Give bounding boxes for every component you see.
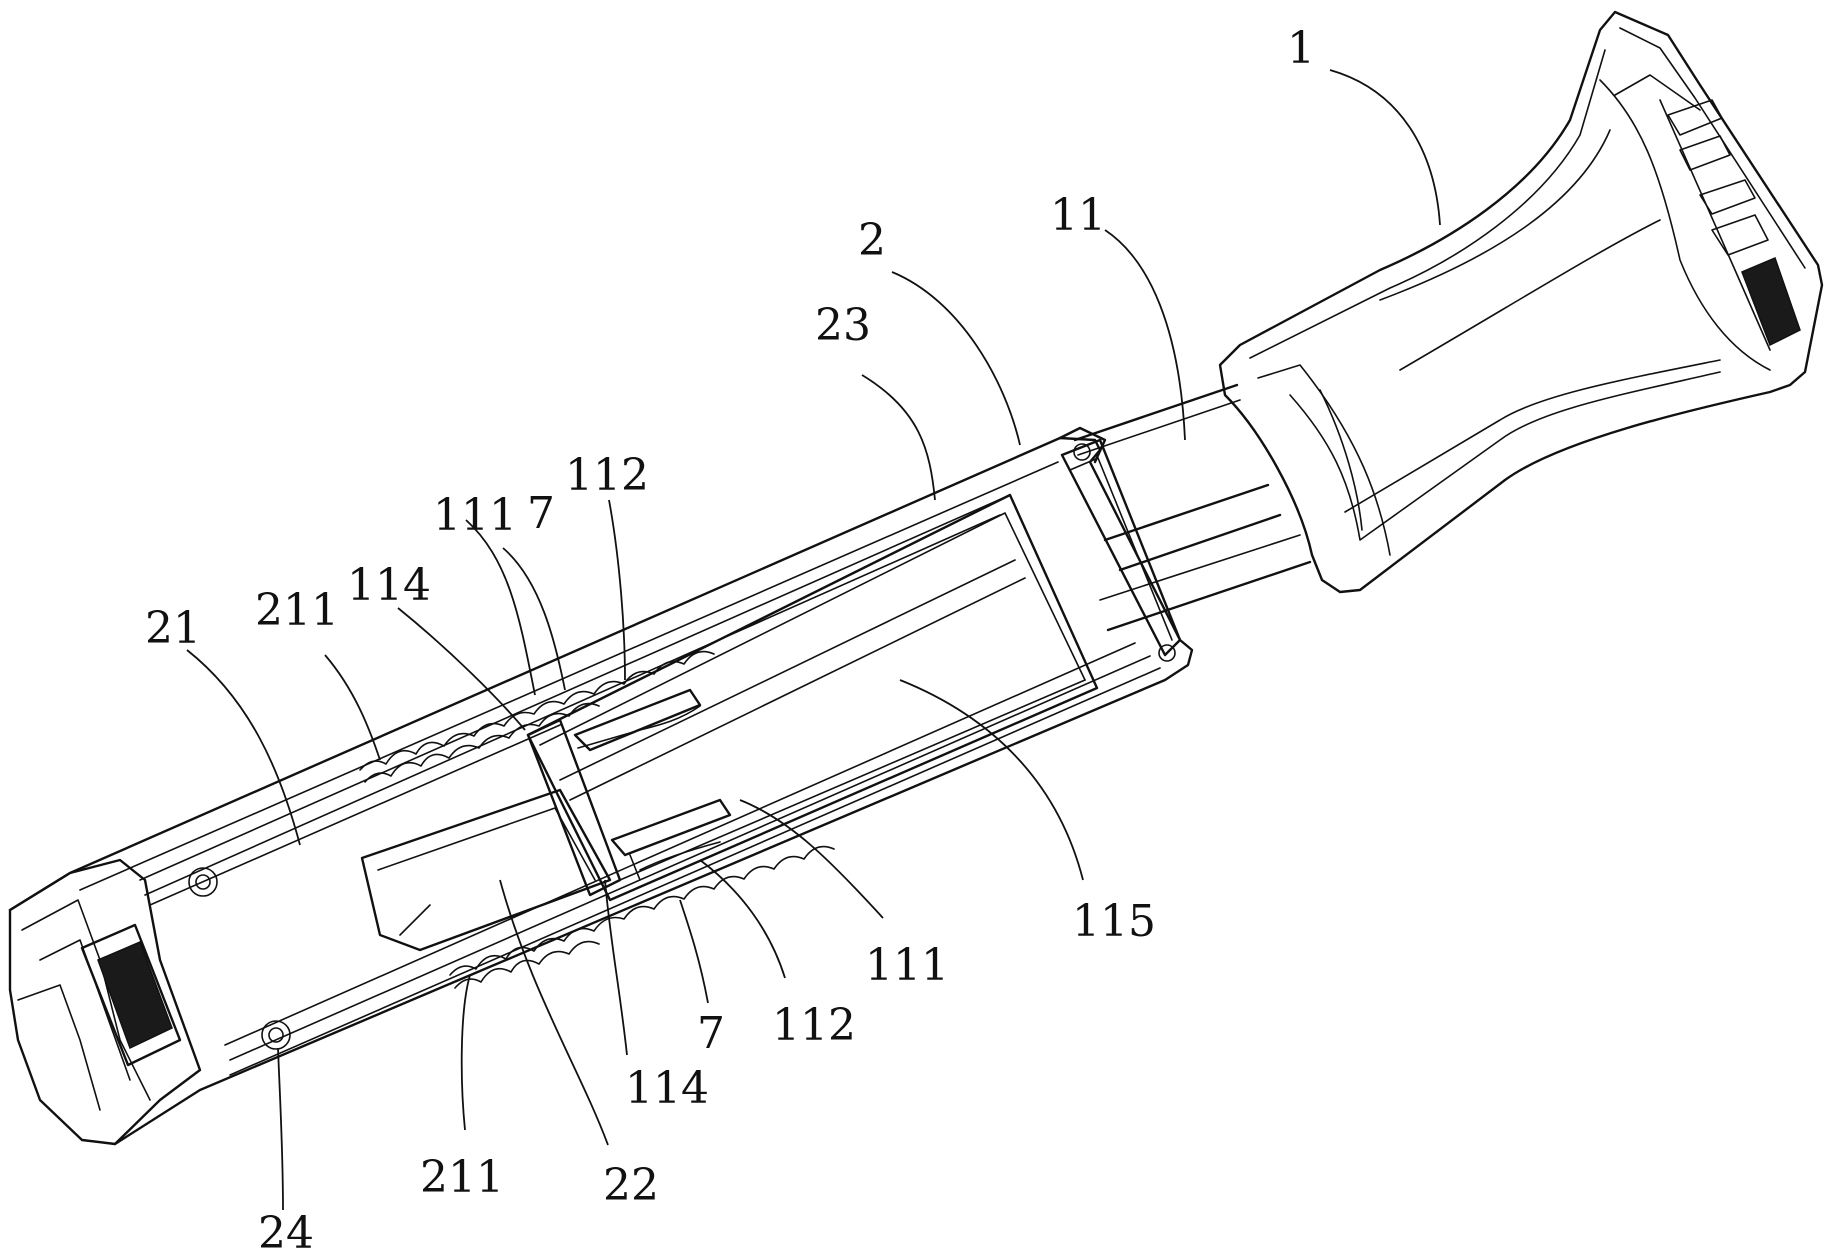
label-115: 115 xyxy=(1072,896,1156,947)
label-22: 22 xyxy=(603,1160,659,1211)
push-rod xyxy=(1073,383,1312,632)
label-7-top: 7 xyxy=(527,488,555,539)
label-11: 11 xyxy=(1050,190,1106,241)
label-112-top: 112 xyxy=(565,450,649,501)
label-24: 24 xyxy=(258,1208,314,1254)
label-114-top: 114 xyxy=(347,560,431,611)
label-21: 21 xyxy=(145,603,201,654)
label-114-bottom: 114 xyxy=(625,1063,709,1114)
leader-lines xyxy=(186,69,1441,1211)
label-23: 23 xyxy=(815,300,871,351)
label-111-bottom: 111 xyxy=(865,940,949,991)
label-2: 2 xyxy=(858,215,886,266)
label-211-bottom: 211 xyxy=(420,1152,504,1203)
label-211-top: 211 xyxy=(255,585,339,636)
label-111-top: 111 xyxy=(433,490,517,541)
label-1: 1 xyxy=(1287,23,1315,74)
reference-labels: 1 11 2 23 112 111 7 114 211 21 115 111 1… xyxy=(145,23,1315,1254)
label-7-bottom: 7 xyxy=(697,1008,725,1059)
label-112-bottom: 112 xyxy=(772,1000,856,1051)
handle xyxy=(1218,10,1824,594)
outer-sleeve xyxy=(8,426,1194,1146)
